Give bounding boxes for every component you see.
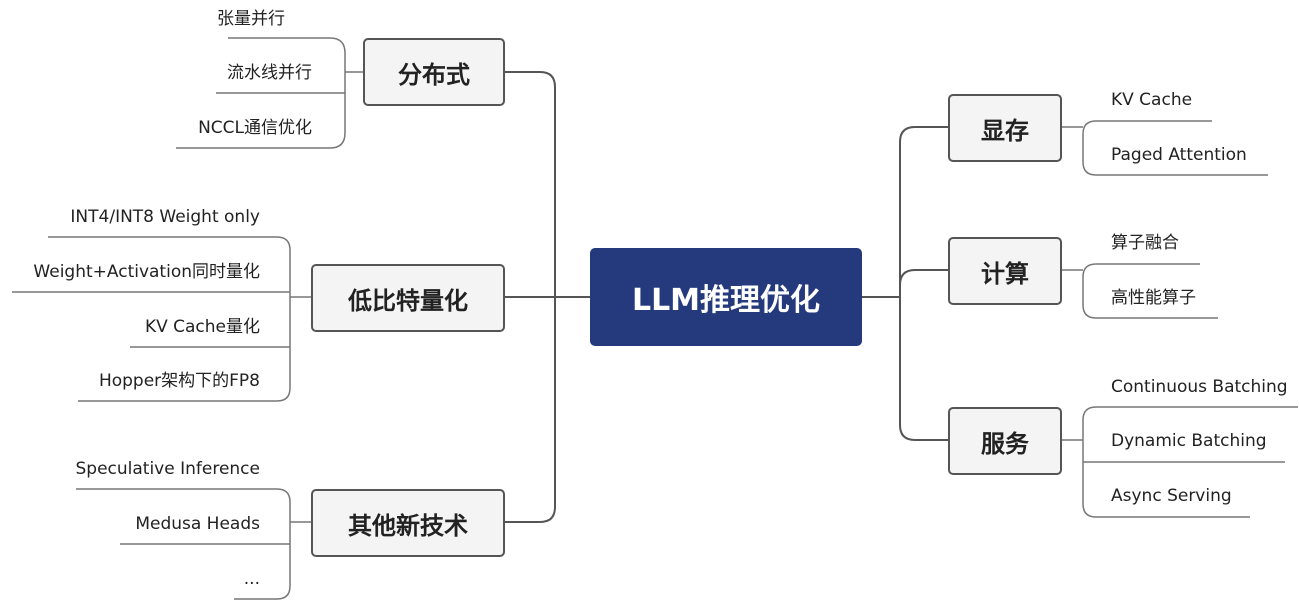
leaf-item: Dynamic Batching <box>1111 431 1267 451</box>
node-serving: 服务 <box>948 407 1062 475</box>
leaf-item: Weight+Activation同时量化 <box>33 262 260 282</box>
leaf-item: Hopper架构下的FP8 <box>98 371 260 391</box>
node-low-bit-quantization: 低比特量化 <box>311 264 505 332</box>
leaf-item: INT4/INT8 Weight only <box>70 207 260 227</box>
leaf-item: ... <box>243 569 260 589</box>
leaf-item: KV Cache量化 <box>144 317 260 337</box>
node-other-new-tech: 其他新技术 <box>311 489 505 557</box>
leaf-item: 流水线并行 <box>227 63 312 83</box>
node-compute: 计算 <box>948 237 1062 305</box>
leaf-item: NCCL通信优化 <box>198 118 312 138</box>
leaf-item: 高性能算子 <box>1111 288 1196 308</box>
leaf-item: Medusa Heads <box>135 514 260 534</box>
leaf-item: Async Serving <box>1111 486 1232 506</box>
node-distributed: 分布式 <box>363 38 505 106</box>
leaf-item: 算子融合 <box>1111 233 1179 253</box>
leaf-item: KV Cache <box>1111 90 1193 110</box>
root-label: LLM推理优化 <box>631 283 821 318</box>
root-node: LLM推理优化 <box>590 248 862 346</box>
leaf-item: 张量并行 <box>217 9 285 29</box>
leaf-item: Continuous Batching <box>1111 377 1288 397</box>
leaf-item: Speculative Inference <box>75 459 260 479</box>
node-label: 其他新技术 <box>348 511 468 540</box>
node-label: 低比特量化 <box>348 286 468 315</box>
leaf-item: Paged Attention <box>1111 145 1247 165</box>
node-label: 显存 <box>981 116 1029 145</box>
node-label: 计算 <box>981 259 1029 288</box>
node-label: 服务 <box>981 429 1029 458</box>
node-label: 分布式 <box>398 60 470 89</box>
node-memory: 显存 <box>948 94 1062 162</box>
